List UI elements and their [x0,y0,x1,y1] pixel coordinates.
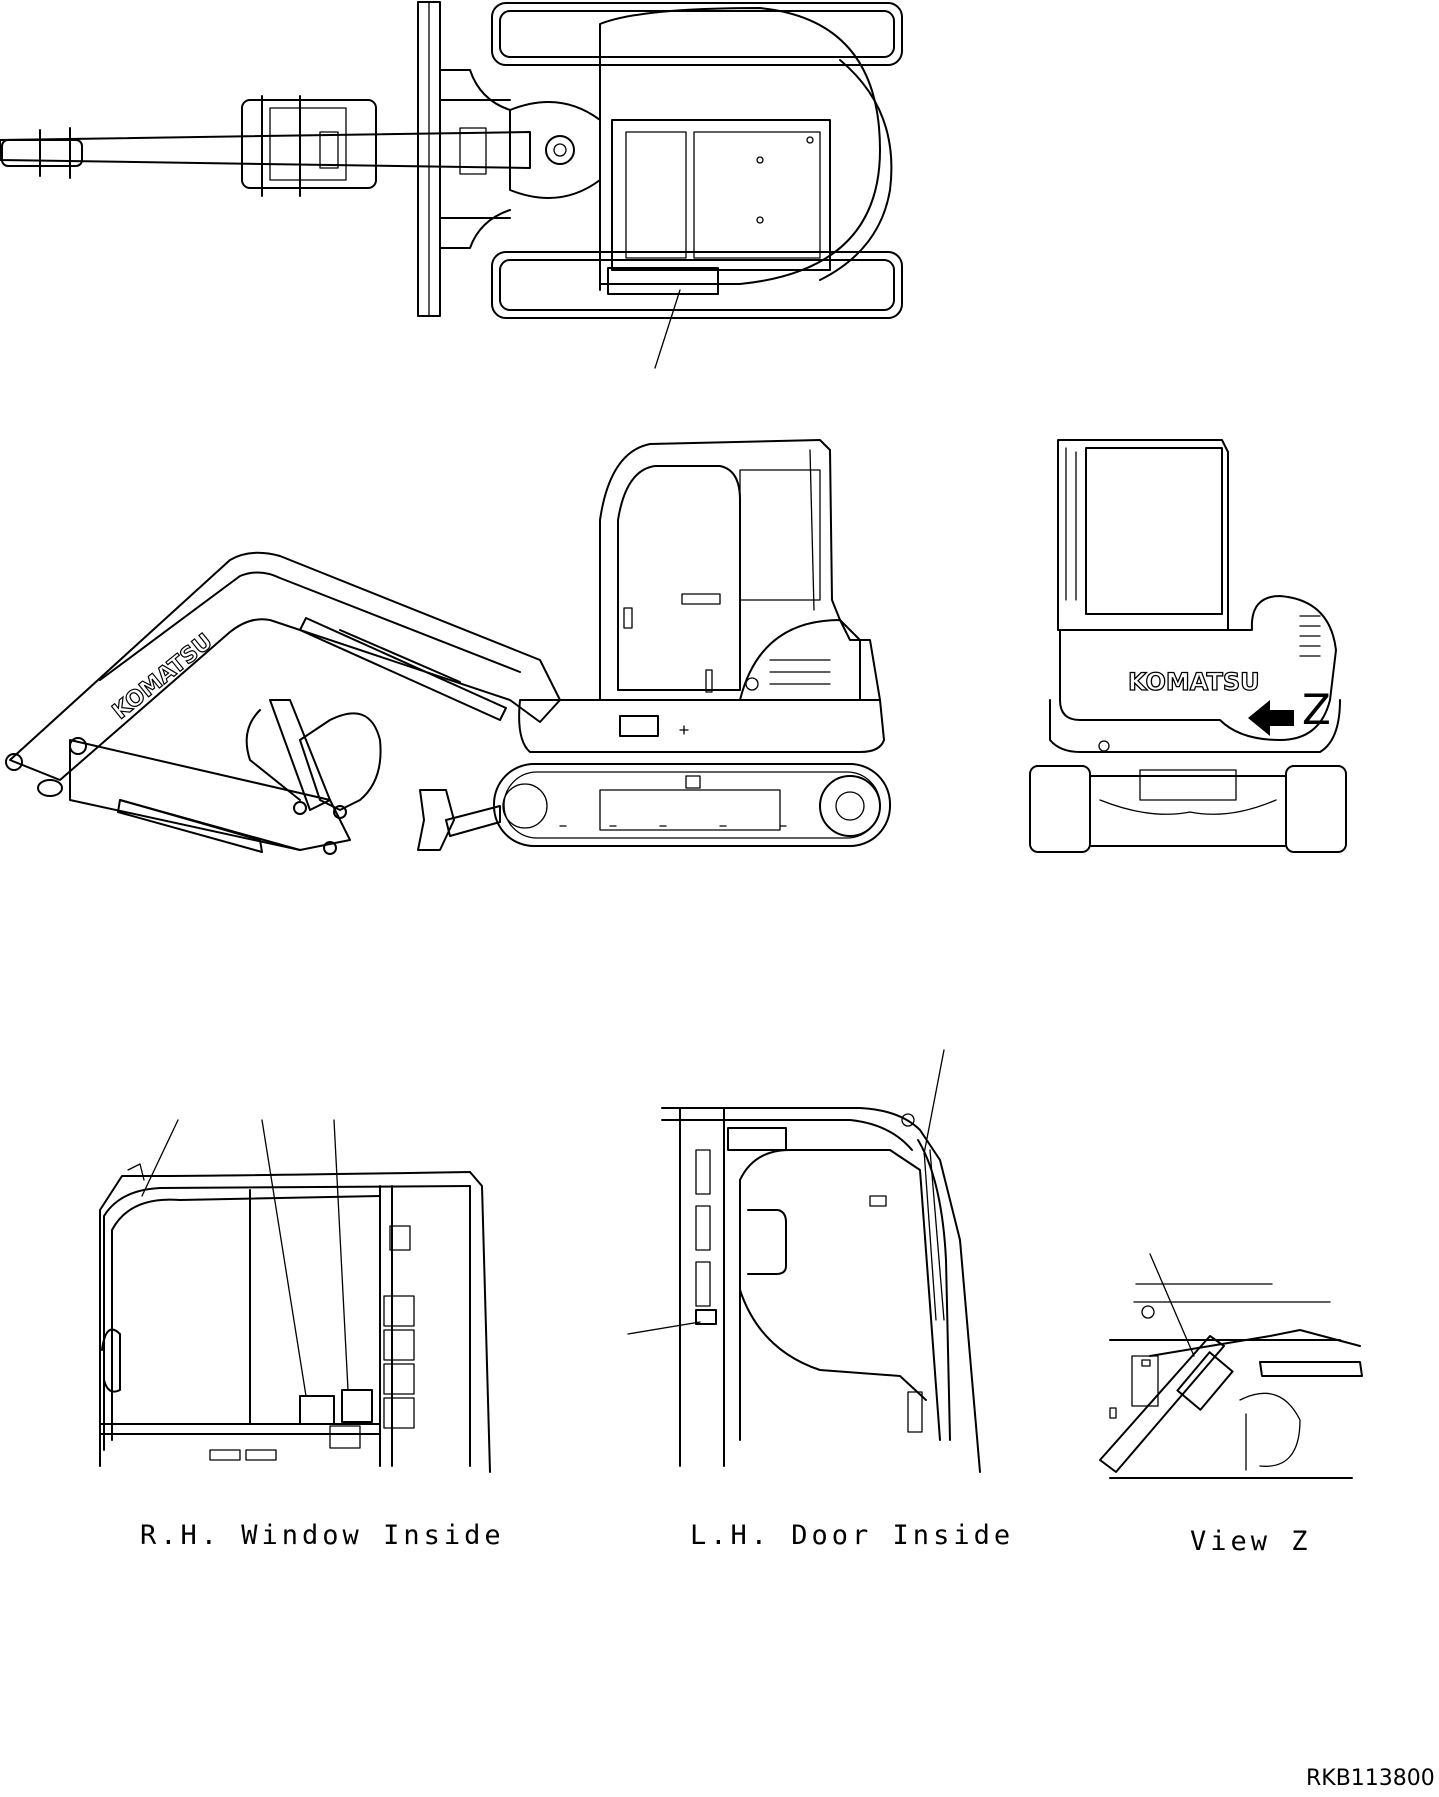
lh-cab-frame [661,1107,981,1473]
top-boom [0,131,531,169]
rh-leader-3 [333,1119,349,1391]
caption-view-z: View Z [1190,1526,1312,1557]
lh-leader-1 [923,1049,945,1155]
caption-lh-door-inside: L.H. Door Inside [690,1520,1015,1551]
rear-window [1085,447,1223,615]
view-z-decal [1176,1351,1234,1411]
top-cab-roof [611,119,831,271]
top-decal [607,267,719,295]
rear-cab [1057,439,1229,631]
lh-door-decal [695,1309,717,1325]
side-frame-decal [619,715,659,737]
side-boom-cylinder [299,617,507,721]
rh-leader-2 [261,1119,307,1397]
side-arm [69,739,351,851]
rh-cab-frame [99,1171,491,1473]
rh-decal-2 [341,1389,373,1423]
side-boom-logo: KOMATSU [108,629,218,724]
view-z [1099,1253,1363,1479]
rear-view-arrow [1248,700,1294,736]
rh-decal-1 [299,1395,335,1425]
rear-view-marker: Z [1302,685,1331,734]
side-view: KOMATSU [5,439,891,855]
rh-window-inside [99,1119,491,1473]
top-track-lower [491,251,903,319]
side-bucket [299,712,382,811]
rear-view: KOMATSU Z [1029,439,1347,853]
rear-counterweight [1059,595,1337,741]
top-leader-line [654,289,681,369]
rear-track-right [1285,765,1347,853]
side-cab [599,439,861,701]
rh-leader-1 [141,1119,179,1197]
lh-upper-decal [727,1127,787,1151]
view-z-cylinder [1099,1335,1225,1473]
drawing-code: RKB113800 [1306,1766,1435,1791]
top-track-upper [491,2,903,66]
top-bucket [241,99,377,189]
top-view [0,1,903,369]
view-z-leader [1149,1253,1195,1357]
top-upper-body [599,7,881,285]
side-track [493,763,891,847]
side-sprocket [819,775,881,837]
rear-logo: KOMATSU [1128,668,1260,696]
lh-leader-2 [627,1321,701,1335]
side-cab-badge [681,593,721,605]
side-boom [9,551,561,781]
side-dozer-blade [417,789,455,851]
caption-rh-window-inside: R.H. Window Inside [140,1520,505,1551]
side-cab-door [617,465,741,691]
rear-track-left [1029,765,1091,853]
lh-door-inside [627,1049,981,1473]
